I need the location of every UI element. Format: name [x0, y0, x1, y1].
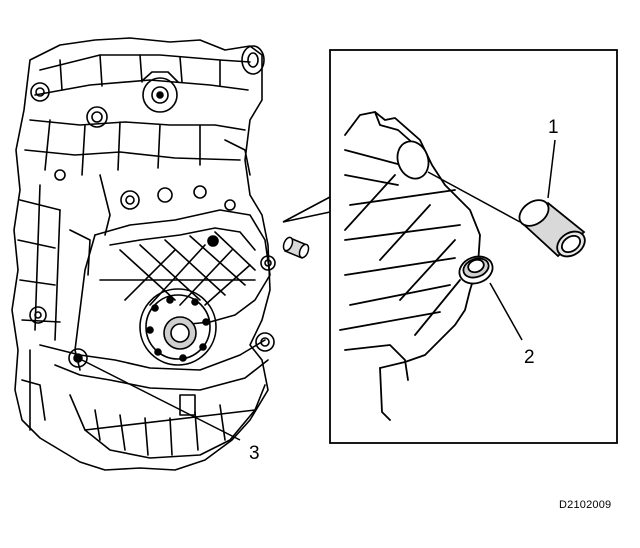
- dowel-pin-on-engine: [282, 236, 310, 259]
- dowel-guide-line: [427, 171, 521, 223]
- callout-3-label: 3: [249, 443, 260, 464]
- detail-pointer: [282, 196, 331, 223]
- callout-1-label: 1: [548, 117, 559, 138]
- detail-casting: [339, 111, 494, 421]
- callout-3-leader: [81, 359, 241, 441]
- callout-2-label: 2: [524, 347, 535, 368]
- callout-leaders: [489, 139, 556, 341]
- engine-block-illustration: [11, 37, 276, 471]
- figure-code: D2102009: [559, 499, 611, 511]
- detail-inset: [329, 49, 618, 444]
- dowel-sleeve-part: [518, 199, 586, 258]
